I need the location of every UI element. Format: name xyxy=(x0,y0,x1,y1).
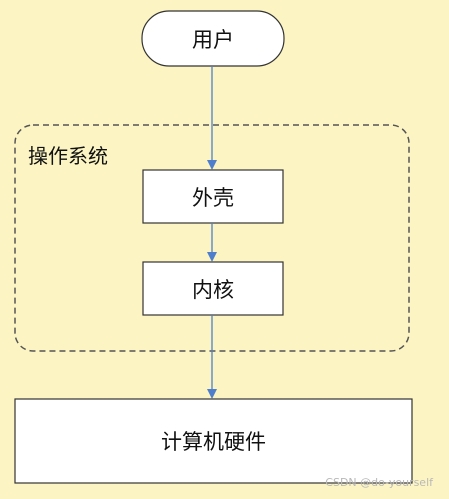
hardware-node-label: 计算机硬件 xyxy=(161,430,266,454)
kernel-node-label: 内核 xyxy=(192,277,234,302)
user-node-label: 用户 xyxy=(192,27,234,52)
hardware-node-shape xyxy=(14,398,413,484)
watermark: CSDN @do-yourself xyxy=(325,476,433,489)
os-group-label: 操作系统 xyxy=(28,144,108,168)
shell-node-label: 外壳 xyxy=(192,185,234,210)
shell-node-shape xyxy=(142,169,284,224)
user-node-shape xyxy=(141,10,285,67)
kernel-node-shape xyxy=(142,261,284,316)
